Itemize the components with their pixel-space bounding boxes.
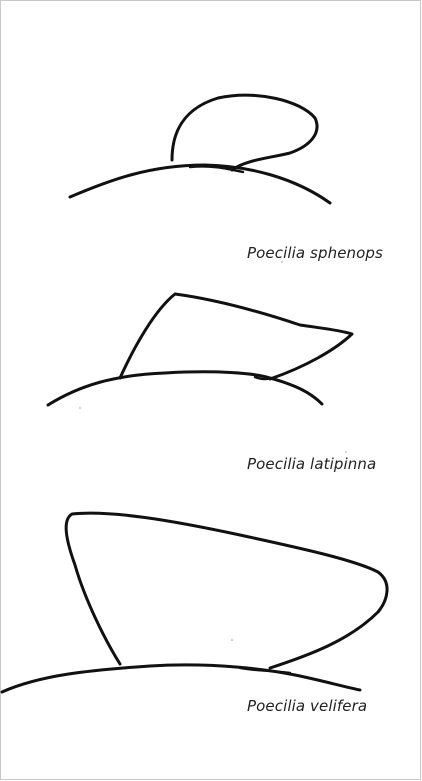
species-label-latipinna: Poecilia latipinna [247, 455, 376, 473]
latipinna-dorsal-fin-outline [120, 294, 352, 379]
species-label-sphenops: Poecilia sphenops [247, 244, 383, 262]
velifera-back-outline [2, 665, 360, 692]
latipinna-back-outline [48, 372, 322, 405]
species-label-velifera: Poecilia velifera [247, 697, 367, 715]
velifera-dorsal-fin-outline [66, 513, 387, 668]
sphenops-back-outline [70, 165, 330, 203]
paper-speck [79, 407, 80, 408]
sphenops-dorsal-fin-outline [172, 95, 317, 170]
paper-speck [231, 639, 233, 641]
fin-drawing-sphenops [70, 95, 330, 203]
paper-speck [345, 451, 346, 452]
fin-drawing-velifera [2, 513, 387, 692]
fin-drawing-latipinna [48, 294, 352, 405]
